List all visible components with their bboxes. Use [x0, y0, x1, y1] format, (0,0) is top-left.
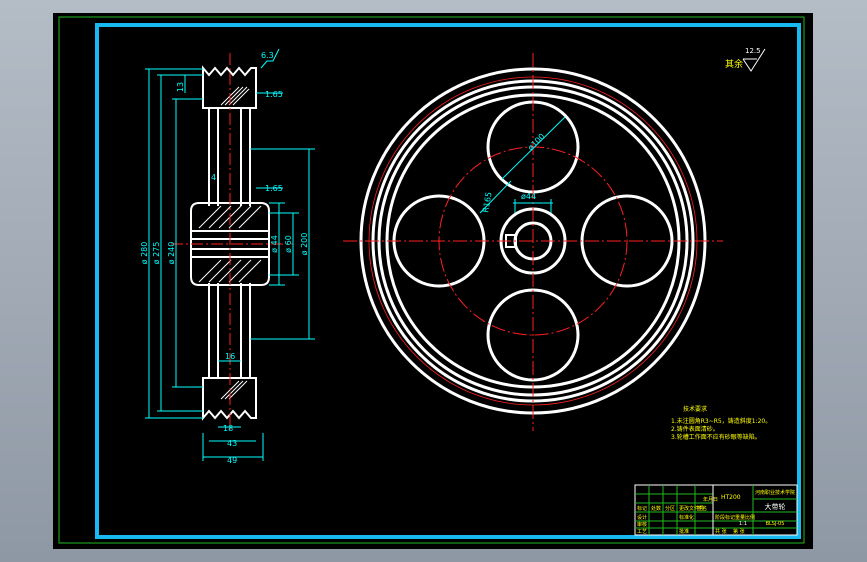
side-view-dimension-lines: [145, 48, 315, 461]
tb-drawing-no: BLSJ-05: [766, 521, 785, 527]
dim-bore: ø44: [521, 192, 536, 201]
front-view-dimensions: [479, 116, 566, 214]
dim-pitch-diameter: ø 275: [152, 242, 161, 265]
technical-notes: 技术要求 1.未注圆角R3~R5，铸造斜度1:20。 2.铸件表面清砂。 3.轮…: [671, 405, 771, 441]
roughness-corner-value: 12.5: [745, 47, 761, 55]
roughness-corner-label: 其余: [725, 58, 743, 70]
roughness-symbol-corner: 其余 12.5: [725, 47, 766, 72]
tb-bottom-1: 工艺: [637, 529, 647, 535]
tb-material: HT200: [721, 494, 741, 501]
tb-bottom-3: 共 张: [715, 528, 727, 535]
tb-label-2: 分区: [665, 505, 675, 512]
dim-inner-diameter: ø 240: [167, 242, 176, 265]
tb-design-4: 比例: [745, 514, 755, 521]
tb-scale: 1:1: [739, 521, 747, 527]
dim-bore-diameter: ø 200: [300, 233, 309, 256]
notes-title: 技术要求: [683, 405, 707, 413]
tb-design-1: 标准化: [679, 514, 694, 521]
roughness-top-value: 6.3: [261, 51, 274, 60]
tb-school: 河南职业技术学院: [755, 489, 795, 496]
drawing-svg: ø 280 ø 275 ø 240 13 ø 60 ø 44 ø 200 1.6…: [58, 16, 805, 544]
notes-line-2: 2.铸件表面清砂。: [671, 425, 719, 433]
dim-outer-diameter: ø 280: [140, 242, 149, 265]
notes-line-1: 1.未注圆角R3~R5，铸造斜度1:20。: [671, 417, 771, 425]
tb-label-4: 签名: [697, 505, 707, 512]
dim-width-total: 49: [227, 456, 237, 465]
dim-shaft-diameter: ø 44: [270, 235, 279, 253]
dim-bolt-circle: R165: [481, 191, 493, 213]
tb-label-1: 处数: [651, 505, 661, 512]
dim-hole-diameter: ø100: [526, 132, 547, 153]
tb-design-3: 重量: [735, 514, 745, 521]
tb-bottom-0: 审核: [637, 521, 647, 528]
dim-thickness-2: 1.65: [265, 184, 283, 193]
tb-label-5: 年月日: [703, 496, 718, 503]
tb-label-3: 更改文件号: [679, 505, 704, 512]
title-block-text: 河南职业技术学院 大带轮 HT200 1:1 BLSJ-05 标记 处数 分区 …: [637, 489, 795, 535]
dim-width-2: 43: [227, 439, 237, 448]
tb-bottom-2: 批准: [679, 528, 689, 535]
dim-hub-diameter: ø 60: [284, 235, 293, 253]
dim-width-1: 18: [223, 424, 233, 433]
side-view-section: [190, 65, 270, 421]
dim-keyway: 4: [211, 173, 216, 182]
title-block: [634, 484, 798, 536]
dim-hub-length: 16: [225, 352, 235, 361]
outer-frame: [58, 16, 805, 544]
notes-line-3: 3.轮槽工作面不应有砂眼等缺陷。: [671, 433, 761, 441]
tb-bottom-4: 第 张: [733, 528, 745, 535]
front-view-centerlines: [343, 53, 723, 431]
side-view-dimension-text: ø 280 ø 275 ø 240 13 ø 60 ø 44 ø 200 1.6…: [140, 51, 309, 465]
cad-drawing-canvas[interactable]: ø 280 ø 275 ø 240 13 ø 60 ø 44 ø 200 1.6…: [53, 13, 813, 549]
front-view-dimension-text: ø100 R165 ø44: [481, 132, 547, 214]
drawing-border: [95, 23, 801, 539]
dim-thickness-1: 1.65: [265, 90, 283, 99]
tb-design-2: 阶段标记: [715, 514, 735, 521]
tb-design-0: 设计: [637, 514, 647, 521]
tb-label-0: 标记: [637, 505, 647, 512]
tb-part-name: 大带轮: [765, 502, 786, 511]
dim-groove-top: 13: [176, 82, 185, 92]
